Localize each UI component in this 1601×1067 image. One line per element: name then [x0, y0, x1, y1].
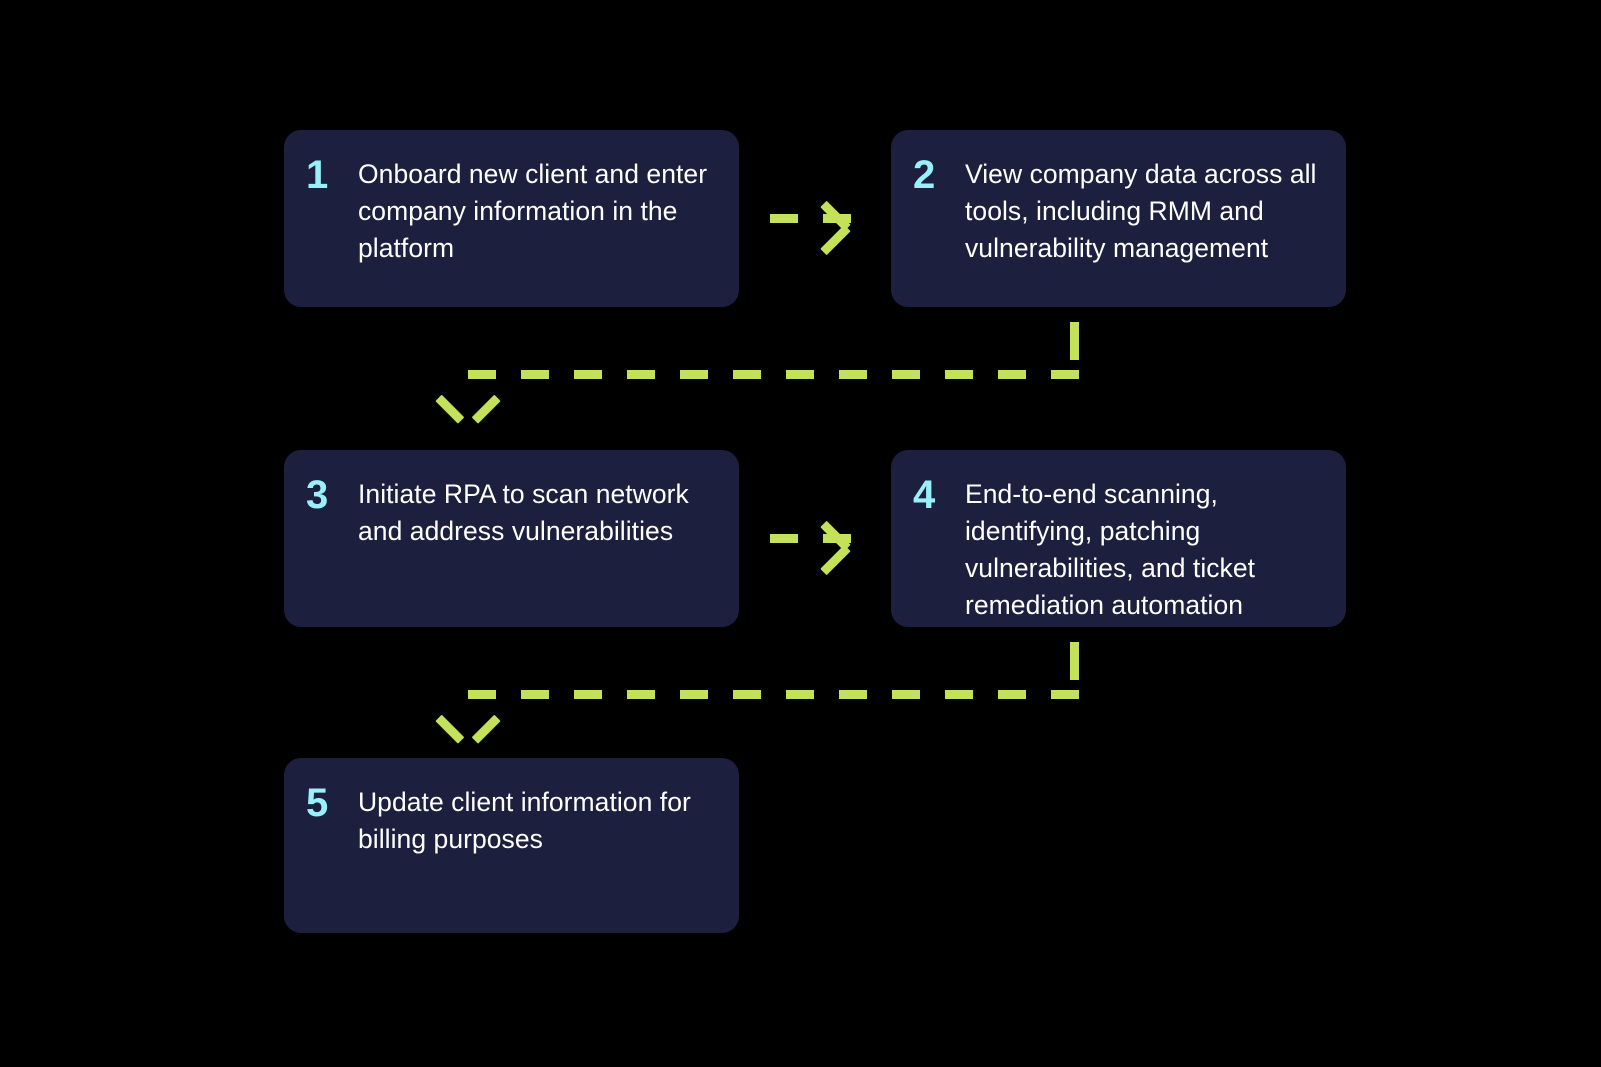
step-number-3: 3: [306, 473, 328, 517]
step-card-1[interactable]: 1 Onboard new client and enter company i…: [284, 130, 739, 307]
step-text-2: View company data across all tools, incl…: [965, 159, 1317, 263]
step-text-5: Update client information for billing pu…: [358, 787, 691, 854]
connector-dashes-horizontal: [468, 370, 1079, 379]
connector-stub-vertical: [1070, 322, 1079, 360]
arrow-down-icon: [446, 384, 490, 428]
connector-dashes-horizontal: [770, 534, 852, 543]
step-card-4[interactable]: 4 End-to-end scanning, identifying, patc…: [891, 450, 1346, 627]
step-text-1: Onboard new client and enter company inf…: [358, 159, 708, 263]
step-card-3[interactable]: 3 Initiate RPA to scan network and addre…: [284, 450, 739, 627]
arrow-down-icon: [446, 704, 490, 748]
connector-dashes-horizontal: [770, 214, 852, 223]
connector-dashes-horizontal: [468, 690, 1079, 699]
step-number-1: 1: [306, 153, 328, 197]
step-number-4: 4: [913, 473, 935, 517]
step-text-4: End-to-end scanning, identifying, patchi…: [965, 479, 1256, 620]
arrow-right-icon: [826, 516, 870, 560]
step-card-5[interactable]: 5 Update client information for billing …: [284, 758, 739, 933]
step-text-3: Initiate RPA to scan network and address…: [358, 479, 689, 546]
connector-stub-vertical: [1070, 642, 1079, 680]
step-number-2: 2: [913, 153, 935, 197]
step-card-2[interactable]: 2 View company data across all tools, in…: [891, 130, 1346, 307]
arrow-right-icon: [826, 196, 870, 240]
step-number-5: 5: [306, 781, 328, 825]
